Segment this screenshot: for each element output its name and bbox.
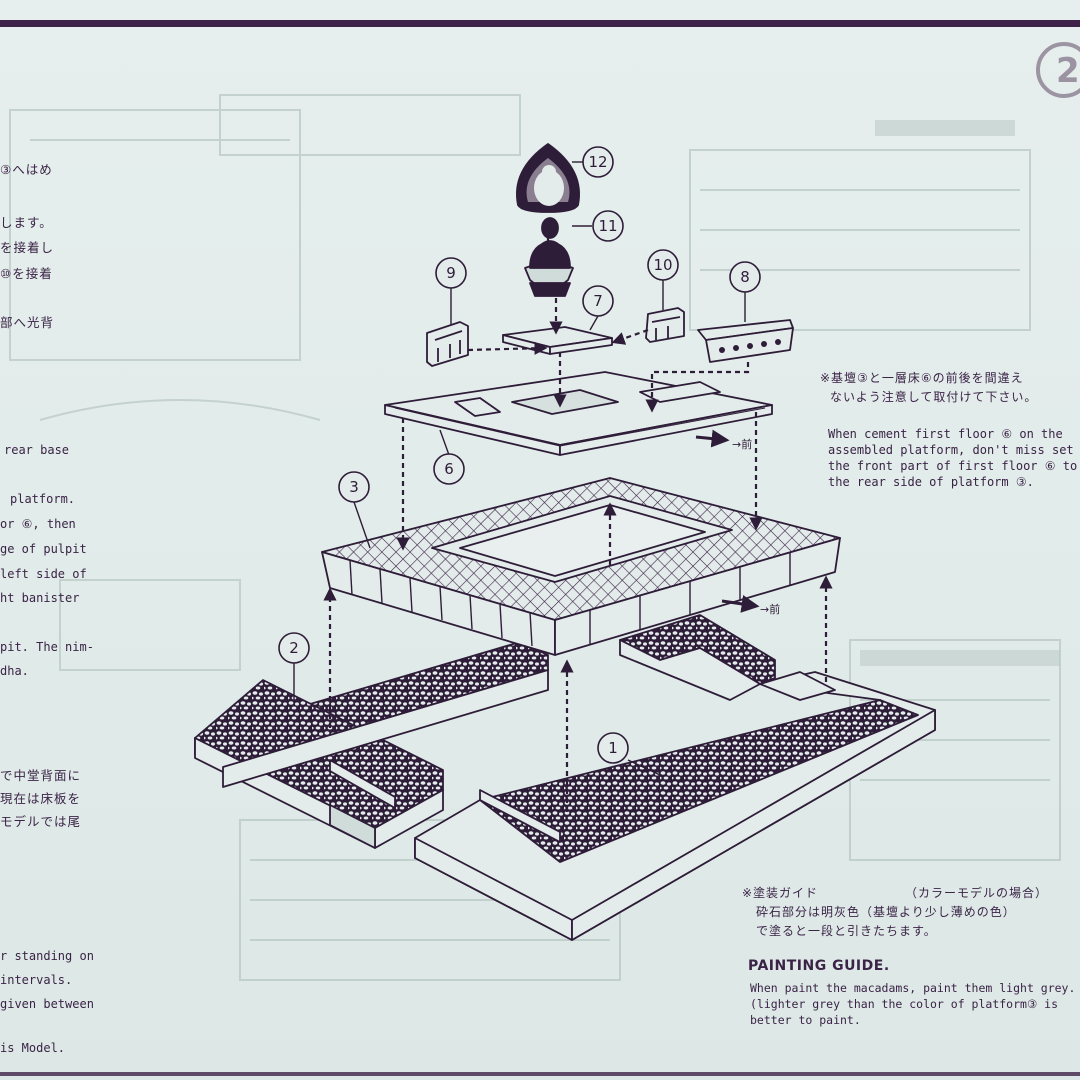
callout-6: 6 [433,453,465,485]
warning-en-line: the front part of first floor ⑥ to [828,459,1078,473]
left-line: or ⑥, then [0,517,76,531]
callout-number: 6 [444,460,454,478]
front-direction-marker-upper: →前 [695,429,752,451]
part-7-altar [502,326,613,355]
warning-en-line: the rear side of platform ③. [828,475,1034,489]
callout-7: 7 [582,285,614,317]
callout-10: 10 [647,249,679,281]
callout-number: 7 [593,292,603,310]
left-line: を接着し [0,240,55,255]
part-10-right-banister [645,307,685,343]
callout-3: 3 [338,471,370,503]
callout-number: 2 [289,639,299,657]
callout-number: 3 [349,478,359,496]
left-line: dha. [0,664,29,678]
left-line: 部へ光背 [0,315,55,330]
left-line: is Model. [0,1041,66,1055]
left-line: platform. [10,492,76,506]
left-line: intervals. [0,973,73,987]
painting-guide-jp-line: で塗ると一段と引きたちます。 [756,924,937,938]
left-line: で中堂背面に [0,768,82,783]
painting-guide-line: (lighter grey than the color of platform… [750,997,1059,1011]
left-line: 現在は床板を [0,791,82,806]
bottom-rule [0,1072,1080,1076]
left-line: ge of pulpit [0,542,87,556]
painting-guide-line: better to paint. [750,1013,861,1027]
part-9-left-banister [426,321,469,367]
part-12-halo [516,143,580,213]
callout-12: 12 [582,146,614,178]
left-line: ht banister [0,591,80,605]
front-mark-label: →前 [732,437,752,451]
left-line: ③へはめ [0,162,53,177]
front-mark-label: →前 [760,602,780,616]
front-direction-marker-lower: →前 [721,595,780,616]
callout-number: 1 [608,739,618,757]
left-line: rear base [4,443,70,457]
callout-9: 9 [435,257,467,289]
part-3-platform [321,477,841,656]
painting-guide-jp-title: ※塗装ガイド [742,886,819,900]
part-6-first-floor [384,371,773,456]
callout-number: 11 [598,217,617,235]
top-rule [0,20,1080,27]
callout-8: 8 [729,261,761,293]
step-number-badge: 2 [1036,42,1080,98]
callout-number: 10 [653,256,672,274]
painting-guide-jp-subtitle: （カラーモデルの場合） [905,886,1049,900]
left-line: ⑩を接着 [0,266,53,281]
part-2-left-base [194,641,549,849]
part-1-right-base [414,614,936,941]
left-line: モデルでは尾 [0,814,82,829]
left-line: します。 [0,215,53,230]
painting-guide-title: PAINTING GUIDE. [748,958,890,974]
warning-en-line: When cement first floor ⑥ on the [828,427,1063,441]
callout-1: 1 [597,732,629,764]
callout-2: 2 [278,632,310,664]
warning-en-line: assembled platform, don't miss set [828,443,1074,457]
warning-jp-line: ※基壇③と一層床⑥の前後を間違え [820,371,1024,385]
left-line: given between [0,997,94,1011]
callout-number: 8 [740,268,750,286]
painting-guide-line: When paint the macadams, paint them ligh… [750,981,1076,995]
part-8-front-rail [697,319,794,363]
step-number: 2 [1056,51,1080,91]
painting-guide-jp-line: 砕石部分は明灰色（基壇より少し薄めの色） [756,905,1016,919]
left-line: pit. The nim- [0,640,94,654]
callout-number: 12 [588,153,607,171]
left-line: left side of [0,567,87,581]
callout-number: 9 [446,264,456,282]
warning-jp-line: ないよう注意して取付けて下さい。 [830,390,1038,404]
callout-11: 11 [592,210,624,242]
left-line: r standing on [0,949,94,963]
